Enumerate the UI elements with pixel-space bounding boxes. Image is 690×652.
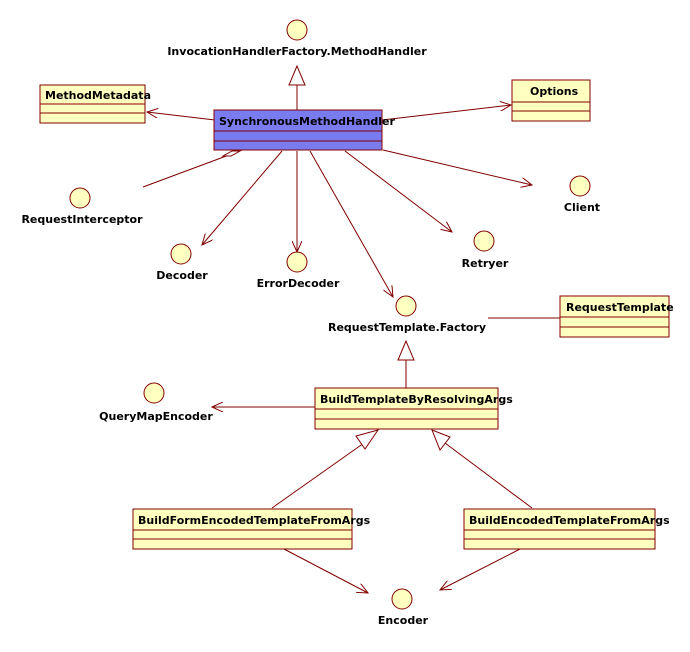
class-options[interactable]: Options: [511, 79, 591, 122]
class-buildtemplatebyresolvingargs-name: BuildTemplateByResolvingArgs: [320, 393, 513, 406]
interface-requesttemplate-factory-label: RequestTemplate.Factory: [328, 321, 486, 334]
interface-requestinterceptor[interactable]: RequestInterceptor: [21, 187, 143, 226]
class-buildencodedtemplatefromargs[interactable]: BuildEncodedTemplateFromArgs: [463, 508, 670, 550]
interface-client-label: Client: [564, 201, 600, 214]
class-buildencodedtemplatefromargs-name: BuildEncodedTemplateFromArgs: [469, 514, 670, 527]
dependency-edge-requesttemplate-factory: [309, 150, 393, 297]
dependency-edge-client: [382, 149, 532, 185]
interface-retryer[interactable]: Retryer: [462, 230, 509, 270]
interface-decoder[interactable]: Decoder: [156, 243, 208, 282]
interface-decoder-label: Decoder: [156, 269, 208, 282]
class-buildformencodedtemplatefromargs[interactable]: BuildFormEncodedTemplateFromArgs: [132, 508, 371, 550]
generalization-arrowhead-form: [355, 429, 380, 450]
class-requesttemplate[interactable]: RequestTemplate: [559, 295, 674, 338]
class-requesttemplate-name: RequestTemplate: [566, 301, 674, 314]
interface-querymapencoder[interactable]: QueryMapEncoder: [99, 382, 213, 423]
aggregation-diamond: [221, 150, 242, 157]
class-options-name: Options: [530, 85, 579, 98]
interface-retryer-label: Retryer: [462, 257, 509, 270]
class-synchronousmethodhandler-name: SynchronousMethodHandler: [219, 115, 396, 128]
class-buildformencodedtemplatefromargs-name: BuildFormEncodedTemplateFromArgs: [138, 514, 371, 527]
interface-errordecoder[interactable]: ErrorDecoder: [257, 251, 340, 290]
interface-encoder[interactable]: Encoder: [378, 588, 429, 627]
class-synchronousmethodhandler[interactable]: SynchronousMethodHandler: [213, 109, 396, 151]
dependency-edge-form-encoder: [283, 548, 368, 593]
dependency-edge-encoded-encoder: [440, 548, 521, 590]
class-methodmetadata[interactable]: MethodMetadata: [39, 84, 151, 124]
interface-querymapencoder-label: QueryMapEncoder: [99, 410, 213, 423]
interface-methodhandler[interactable]: InvocationHandlerFactory.MethodHandler: [167, 19, 427, 58]
interface-client[interactable]: Client: [564, 175, 600, 214]
aggregation-edge-requestinterceptor: [142, 154, 230, 188]
interface-requestinterceptor-label: RequestInterceptor: [21, 213, 143, 226]
generalization-edge-form: [271, 442, 365, 509]
class-methodmetadata-name: MethodMetadata: [45, 89, 151, 102]
realization-arrowhead-factory: [397, 339, 415, 361]
realization-arrowhead: [288, 64, 306, 86]
dependency-edge-decoder: [202, 150, 283, 245]
generalization-edge-encoded: [444, 442, 533, 509]
interface-errordecoder-label: ErrorDecoder: [257, 277, 340, 290]
dependency-edge-retryer: [344, 150, 452, 232]
interface-methodhandler-label: InvocationHandlerFactory.MethodHandler: [167, 45, 427, 58]
dependency-edge-options: [381, 105, 511, 121]
interface-requesttemplate-factory[interactable]: RequestTemplate.Factory: [328, 295, 486, 334]
dependency-edge-methodmetadata: [147, 112, 216, 121]
generalization-arrowhead-encoded: [431, 429, 451, 452]
interface-encoder-label: Encoder: [378, 614, 429, 627]
class-buildtemplatebyresolvingargs[interactable]: BuildTemplateByResolvingArgs: [314, 387, 513, 430]
